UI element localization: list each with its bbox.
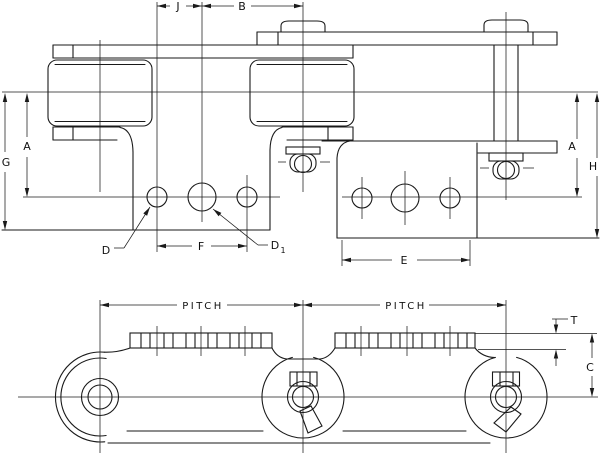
nut-left [278, 146, 330, 174]
nut-right [480, 152, 534, 180]
dim-label-a-left: A [23, 140, 31, 153]
bolt-head-right [483, 19, 529, 33]
link-barrel-mid [261, 356, 345, 439]
dim-label-a-right: A [568, 140, 576, 153]
fillet-top-left [336, 140, 351, 159]
dim-label-j: J [175, 0, 179, 13]
serrated-bar-1 [129, 326, 273, 356]
fillet-left [119, 126, 134, 153]
bushing-circle [80, 377, 120, 417]
end-pin [493, 44, 519, 142]
dim-label-f: F [198, 240, 204, 253]
dim-label-d: D [102, 244, 110, 257]
attachment-plate-right [336, 140, 582, 239]
elevation-view [1, 2, 600, 252]
elevation-dimensions: J B A G F D D 1 [2, 0, 600, 267]
dim-label-b: B [238, 0, 246, 13]
pin-hole-circle [87, 384, 113, 410]
roller-link-bottom-plate [52, 126, 354, 141]
bolt-head-left [280, 20, 326, 33]
attachment-plate-left [23, 126, 283, 231]
roller-right [249, 59, 355, 127]
neck-mid-left [271, 347, 336, 360]
pin-link-bottom-plate [321, 140, 558, 154]
link-end-left [54, 347, 131, 443]
link-end-right [464, 356, 548, 439]
pin-nut-cotter-mid [286, 371, 323, 434]
dim-label-h: H [589, 160, 597, 173]
dim-label-t: T [570, 314, 578, 327]
dim-label-d1: D [271, 239, 279, 252]
neck-right [474, 347, 496, 359]
pin-link-top-plate [256, 31, 558, 46]
pin-nut-cotter-right [489, 371, 523, 433]
fillet-right [269, 126, 283, 151]
neck-left [104, 347, 131, 353]
side-dimensions: PITCH PITCH T C [100, 301, 595, 397]
dim-label-c: C [586, 361, 594, 374]
roller-link-top-plate [52, 44, 354, 59]
roller-left [47, 59, 153, 127]
side-view [18, 300, 598, 453]
dim-label-pitch-left: PITCH [182, 301, 224, 312]
dim-label-e: E [401, 254, 408, 267]
cotter-pin-mid [299, 405, 323, 434]
dim-label-d1-sub: 1 [280, 246, 285, 255]
dim-label-pitch-right: PITCH [385, 301, 427, 312]
dim-label-g: G [2, 156, 11, 169]
cotter-pin-right [493, 406, 522, 433]
serrated-bar-2 [334, 326, 476, 356]
